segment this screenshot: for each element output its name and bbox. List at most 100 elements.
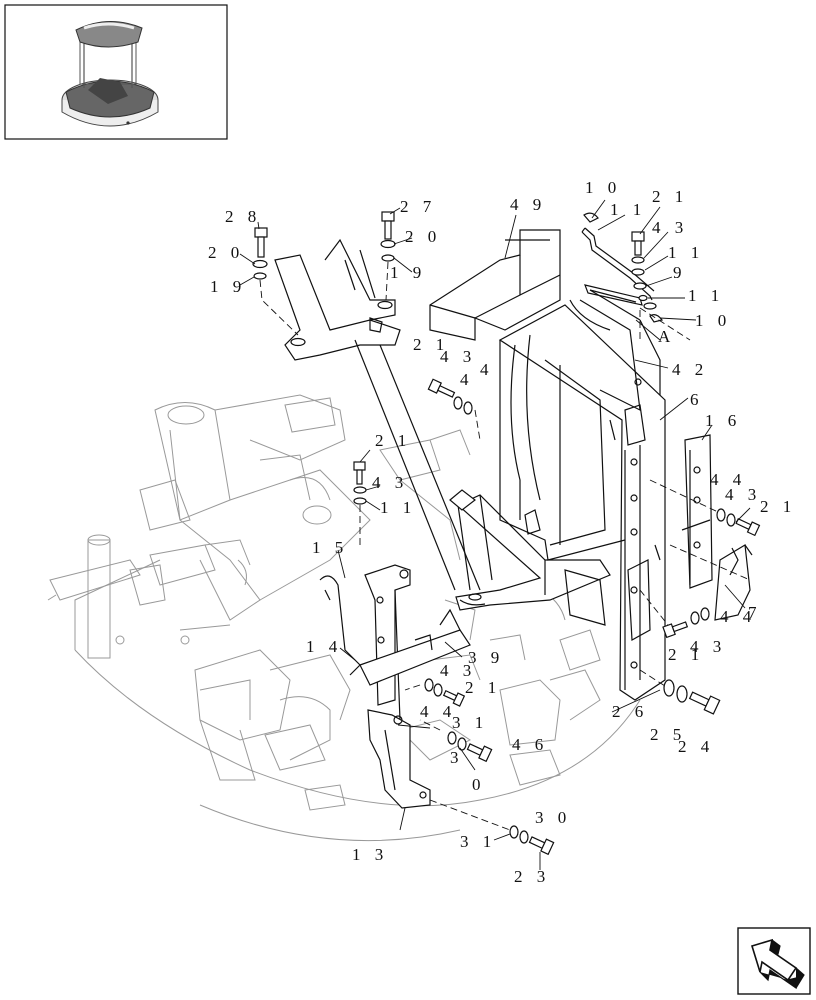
- washer-icon: [453, 396, 463, 410]
- callout-43: 4 3: [440, 347, 476, 366]
- washer-icon: [381, 254, 395, 262]
- washer-icon: [424, 678, 434, 692]
- washer-icon: [726, 513, 736, 527]
- washer-icon: [447, 731, 457, 745]
- callout-10: 1 0: [585, 178, 621, 197]
- callout-31: 3 1: [460, 832, 496, 851]
- callout-23: 2 3: [514, 867, 550, 886]
- callout-21: 2 1: [668, 645, 704, 664]
- washer-icon: [433, 683, 443, 697]
- callout-11: 1 1: [610, 200, 646, 219]
- callout-21: 2 1: [465, 678, 501, 697]
- bolt-icon: [662, 621, 689, 639]
- callout-31: 3 1: [452, 713, 488, 732]
- callout-14: 1 4: [306, 637, 342, 656]
- clip-bracket: [714, 544, 753, 621]
- callout-4: 4: [460, 370, 474, 389]
- callout-19: 1 9: [390, 263, 426, 282]
- callout-25: 2 5: [650, 725, 686, 744]
- callout-39: 3 9: [468, 648, 504, 667]
- bolt-icon: [427, 378, 456, 398]
- callout-13: 1 3: [352, 845, 388, 864]
- callout-24: 2 4: [678, 737, 714, 756]
- bolt-icon: [735, 518, 761, 537]
- leader-lines: [239, 199, 751, 870]
- washer-icon: [676, 685, 688, 703]
- main-bracket-frame: [449, 489, 611, 626]
- cab-frame-assembly: [498, 284, 666, 701]
- next-page-arrow-icon: [750, 938, 805, 990]
- callout-16: 1 6: [705, 411, 741, 430]
- bolt-icon: [631, 231, 645, 256]
- alignment-lines: [259, 261, 751, 831]
- bolt-icon: [466, 743, 493, 763]
- callout-6: 6: [690, 390, 704, 409]
- washer-icon: [716, 508, 726, 522]
- callout-42: 4 2: [672, 360, 708, 379]
- washer-icon: [631, 256, 645, 264]
- washer-icon: [643, 302, 657, 310]
- callout-A: A: [658, 327, 675, 346]
- callout-21: 2 1: [652, 187, 688, 206]
- washer-icon: [380, 239, 396, 249]
- upper-frame-background: [47, 394, 641, 842]
- bolt-icon: [381, 211, 395, 240]
- washer-icon: [463, 401, 473, 415]
- side-plate: [681, 434, 713, 589]
- callout-43: 4 3: [690, 637, 726, 656]
- callout-27: 2 7: [400, 197, 436, 216]
- callout-44: 4 4: [720, 607, 756, 626]
- storage-box: [429, 229, 561, 341]
- callout-44: 4 4: [710, 470, 746, 489]
- callout-11: 1 1: [380, 498, 416, 517]
- callout-21: 2 1: [760, 497, 796, 516]
- next-page-button[interactable]: [737, 927, 811, 995]
- handle-rod: [581, 227, 655, 301]
- washer-icon: [638, 294, 648, 302]
- washer-icon: [519, 830, 529, 844]
- left-bracket-14: [319, 575, 361, 676]
- callout-20: 2 0: [405, 227, 441, 246]
- washer-icon: [353, 486, 367, 494]
- washer-icon: [253, 272, 267, 280]
- washer-icon: [700, 607, 710, 621]
- callout-46: 4 6: [512, 735, 548, 754]
- left-bracket-15: [364, 564, 411, 721]
- bolt-icon: [442, 689, 466, 707]
- callout-labels: 1 0 1 1 2 1 4 3 1 1 9 1 1 1 0 A 4 2 4 9 …: [208, 178, 796, 886]
- hole-icon: [634, 378, 642, 386]
- callout-43: 4 3: [652, 218, 688, 237]
- washer-icon: [353, 497, 367, 505]
- callout-11: 1 1: [668, 243, 704, 262]
- bolt-icon: [254, 227, 268, 258]
- callout-44: 4 4: [420, 702, 456, 721]
- bolt-icon: [528, 836, 555, 856]
- callout-43: 4 3: [725, 485, 761, 504]
- callout-3: 3: [450, 748, 464, 767]
- lower-bracket-13: [367, 709, 431, 809]
- fasteners: [252, 211, 761, 856]
- callout-19: 1 9: [210, 277, 246, 296]
- callout-43: 4 3: [372, 473, 408, 492]
- washer-icon: [509, 825, 519, 839]
- callout-11: 1 1: [688, 286, 724, 305]
- bolt-icon: [353, 461, 366, 485]
- callout-30: 3 0: [535, 808, 571, 827]
- washer-icon: [690, 611, 700, 625]
- callout-49: 4 9: [510, 195, 546, 214]
- callout-21: 2 1: [413, 335, 449, 354]
- callout-26: 2 6: [612, 702, 648, 721]
- washer-icon: [633, 282, 647, 290]
- callout-9: 9: [673, 263, 687, 282]
- callout-15: 1 5: [312, 538, 348, 557]
- washer-icon: [631, 268, 645, 276]
- machine-thumbnail-icon: [61, 20, 159, 127]
- linkage-rod-39: [359, 608, 471, 686]
- callout-43: 4 3: [440, 661, 476, 680]
- upper-support-arm: [274, 238, 481, 591]
- washer-icon: [252, 259, 268, 269]
- callout-21: 2 1: [375, 431, 411, 450]
- thumbnail-inset: [4, 4, 228, 140]
- callout-28: 2 8: [225, 207, 261, 226]
- bolt-icon: [688, 691, 721, 715]
